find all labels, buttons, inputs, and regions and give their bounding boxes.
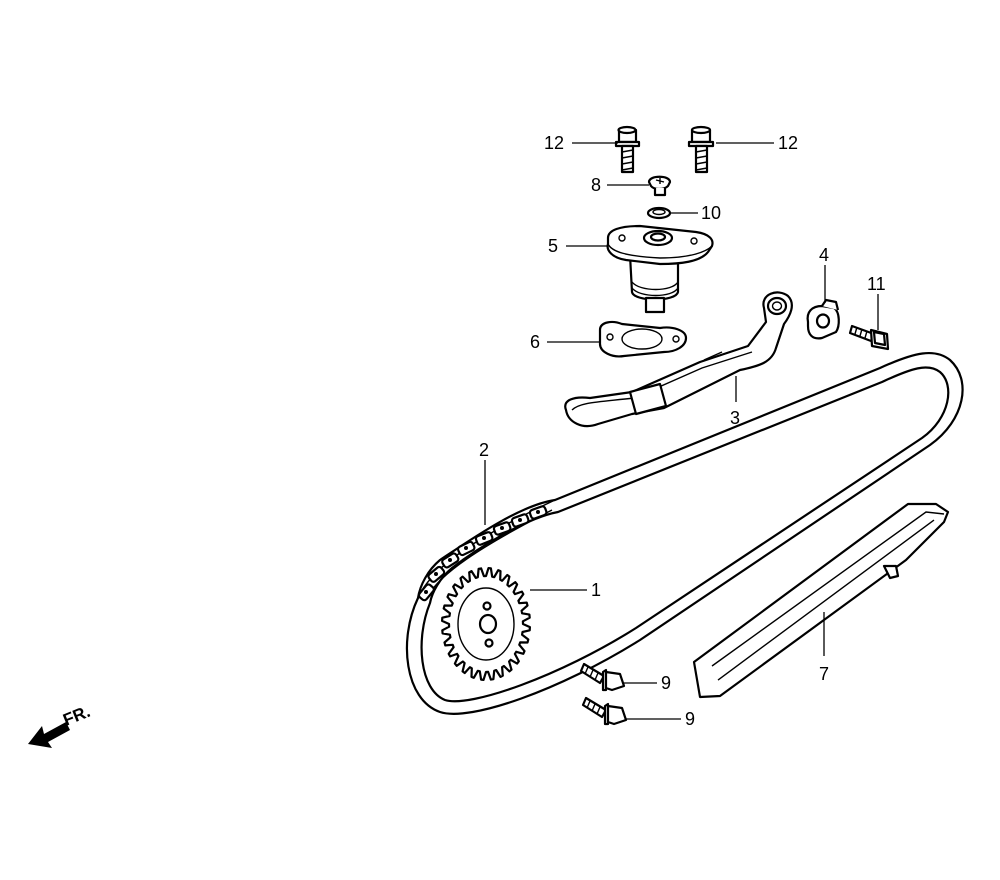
- leader-lines: [484, 142, 879, 720]
- callout-4: 4: [819, 245, 829, 265]
- callout-12-right: 12: [778, 133, 798, 153]
- pivot-bolt: [848, 324, 890, 351]
- cam-chain: [405, 352, 964, 715]
- front-label: FR.: [60, 702, 93, 730]
- bolt-9-lower: [581, 696, 628, 726]
- o-ring: [646, 206, 672, 220]
- tensioner-gasket: [598, 320, 688, 358]
- tensioner-lifter: [606, 224, 714, 314]
- front-arrow-icon: [28, 722, 70, 748]
- pivot-collar: [806, 298, 840, 340]
- bolt-9-upper: [579, 662, 626, 692]
- callout-1: 1: [591, 580, 601, 600]
- flange-bolt-right: [687, 125, 715, 174]
- tensioner-arm: [564, 291, 793, 428]
- cam-chain-guide: [692, 502, 950, 699]
- callout-12-left: 12: [544, 133, 564, 153]
- callout-9-upper: 9: [661, 673, 671, 693]
- callout-3: 3: [730, 408, 740, 428]
- callout-5: 5: [548, 236, 558, 256]
- callout-10: 10: [701, 203, 721, 223]
- callout-9-lower: 9: [685, 709, 695, 729]
- callout-labels: 12 12 8 10 5 6 4 11 3 2 1 7 9 9: [479, 133, 886, 729]
- callout-7: 7: [819, 664, 829, 684]
- front-direction-indicator: FR.: [28, 702, 93, 748]
- callout-6: 6: [530, 332, 540, 352]
- flange-bolt-left: [614, 125, 641, 174]
- callout-8: 8: [591, 175, 601, 195]
- callout-11: 11: [867, 274, 886, 294]
- sealing-bolt: [647, 175, 672, 197]
- callout-2: 2: [479, 440, 489, 460]
- chain-links: [417, 505, 548, 602]
- cam-sprocket: [441, 566, 532, 682]
